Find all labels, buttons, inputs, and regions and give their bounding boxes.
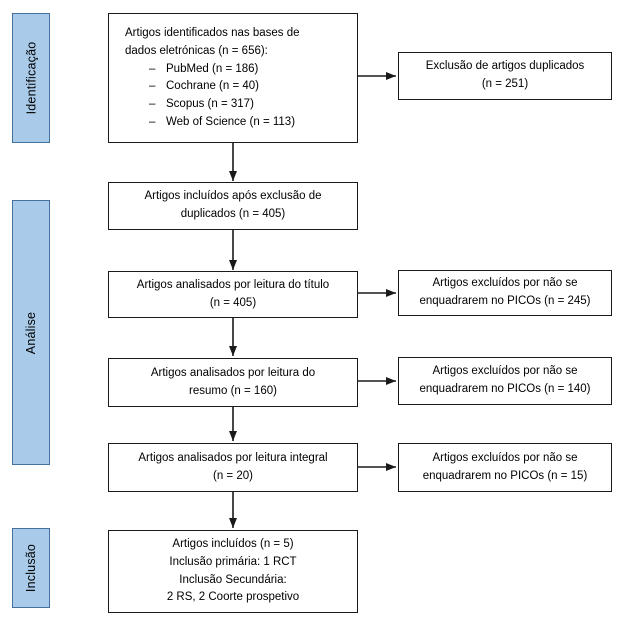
box-included-after-dedup: Artigos incluídos após exclusão de dupli… (108, 182, 358, 230)
box-line: Artigos incluídos após exclusão de (144, 190, 322, 203)
box-identified-line-2: dados eletrónicas (n = 656): (125, 44, 268, 57)
database-item-cochrane: – Cochrane (n = 40) (125, 78, 259, 96)
box-title-screening: Artigos analisados por leitura do título… (108, 271, 358, 318)
database-item-pubmed: – PubMed (n = 186) (125, 61, 258, 79)
box-line: Artigos excluídos por não se (432, 277, 578, 290)
database-item-label: Scopus (n = 317) (166, 98, 254, 111)
box-duplicates-excluded: Exclusão de artigos duplicados (n = 251) (398, 52, 612, 100)
database-item-label: Web of Science (n = 113) (166, 116, 296, 129)
database-item-web-of-science: – Web of Science (n = 113) (125, 114, 295, 132)
box-line: Exclusão de artigos duplicados (425, 60, 585, 73)
box-identified-line-1: Artigos identificados nas bases de (125, 27, 300, 39)
stage-label-inclusao: Inclusão (24, 543, 39, 593)
dash-bullet: – (149, 80, 156, 93)
stage-label-identificacao: Identificação (24, 41, 39, 115)
box-fulltext-screening: Artigos analisados por leitura integral … (108, 443, 358, 492)
stage-bar-analise: Análise (12, 200, 50, 465)
box-line: Artigos excluídos por não se (432, 365, 578, 378)
box-line: (n = 405) (209, 296, 257, 309)
database-item-label: Cochrane (n = 40) (166, 80, 260, 93)
box-line: enquadrarem no PICOs (n = 245) (419, 295, 591, 307)
box-line: Artigos analisados por leitura do título (136, 278, 330, 291)
box-line: Artigos analisados por leitura do (150, 366, 316, 379)
box-identified-records: Artigos identificados nas bases de dados… (108, 13, 358, 143)
dash-bullet: – (149, 98, 156, 111)
box-abstract-excluded: Artigos excluídos por não se enquadrarem… (398, 357, 612, 405)
box-line: enquadrarem no PICOs (n = 140) (419, 383, 591, 395)
stage-bar-inclusao: Inclusão (12, 528, 50, 608)
database-item-scopus: – Scopus (n = 317) (125, 96, 254, 114)
database-item-label: PubMed (n = 186) (166, 62, 259, 75)
box-line: Artigos analisados por leitura integral (138, 451, 328, 464)
box-line: 2 RS, 2 Coorte prospetivo (166, 591, 300, 604)
box-line: (n = 251) (481, 78, 529, 90)
box-line: Artigos incluídos (n = 5) (172, 537, 294, 550)
box-line: resumo (n = 160) (189, 384, 277, 397)
box-line: duplicados (n = 405) (180, 208, 286, 220)
box-line: enquadrarem no PICOs (n = 15) (422, 469, 588, 482)
stage-label-analise: Análise (24, 311, 38, 354)
box-fulltext-excluded: Artigos excluídos por não se enquadrarem… (398, 443, 612, 492)
box-title-excluded: Artigos excluídos por não se enquadrarem… (398, 270, 612, 316)
box-abstract-screening: Artigos analisados por leitura do resumo… (108, 358, 358, 407)
dash-bullet: – (149, 116, 156, 129)
stage-bar-identificacao: Identificação (12, 13, 50, 143)
box-line: Inclusão primária: 1 RCT (169, 555, 297, 568)
dash-bullet: – (149, 62, 156, 75)
box-line: (n = 20) (213, 469, 253, 482)
box-included-studies: Artigos incluídos (n = 5) Inclusão primá… (108, 530, 358, 613)
box-line: Inclusão Secundária: (179, 573, 287, 586)
box-line: Artigos excluídos por não se (432, 451, 578, 464)
